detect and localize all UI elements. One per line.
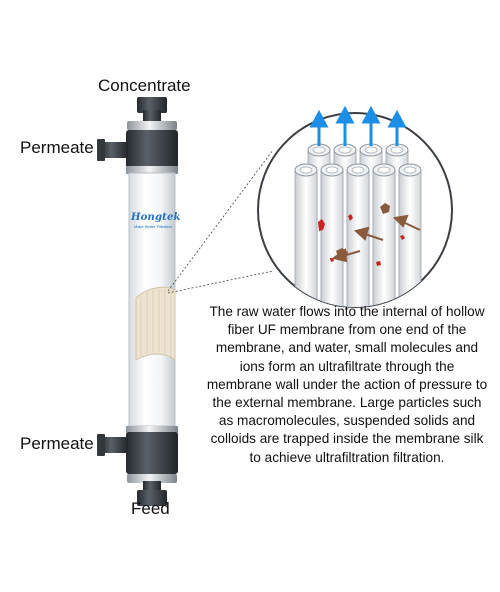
- feed-port: [137, 490, 167, 506]
- particle-flow-arrows: [331, 214, 421, 263]
- bottom-cap: [126, 432, 178, 474]
- brand-tagline: Make Better Filtration: [133, 224, 172, 229]
- uf-module: [97, 97, 178, 506]
- feed-label: Feed: [131, 499, 170, 518]
- permeate-bottom-port: [100, 437, 128, 453]
- bottom-clamp: [127, 474, 177, 483]
- zoom-pointer-lower: [167, 270, 274, 294]
- zoom-pointer-upper: [167, 149, 274, 292]
- brand-logo: Hongtek Make Better Filtration: [131, 212, 181, 229]
- fiber-cutaway: [135, 286, 176, 362]
- concentrate-label: Concentrate: [98, 76, 191, 95]
- concentrate-port: [137, 97, 167, 113]
- permeate-top-port: [100, 142, 128, 158]
- permeate-bottom-label: Permeate: [20, 434, 94, 453]
- top-cap: [126, 130, 178, 172]
- fiber-zoom-circle: [257, 105, 453, 308]
- top-clamp: [127, 121, 177, 130]
- permeate-flow-arrows: [309, 105, 407, 146]
- process-description: The raw water flows into the internal of…: [206, 304, 488, 465]
- trapped-particles: [318, 214, 405, 266]
- brand-name: Hongtek: [131, 212, 181, 223]
- hollow-fiber-bundle: [294, 143, 422, 307]
- permeate-top-label: Permeate: [20, 138, 94, 157]
